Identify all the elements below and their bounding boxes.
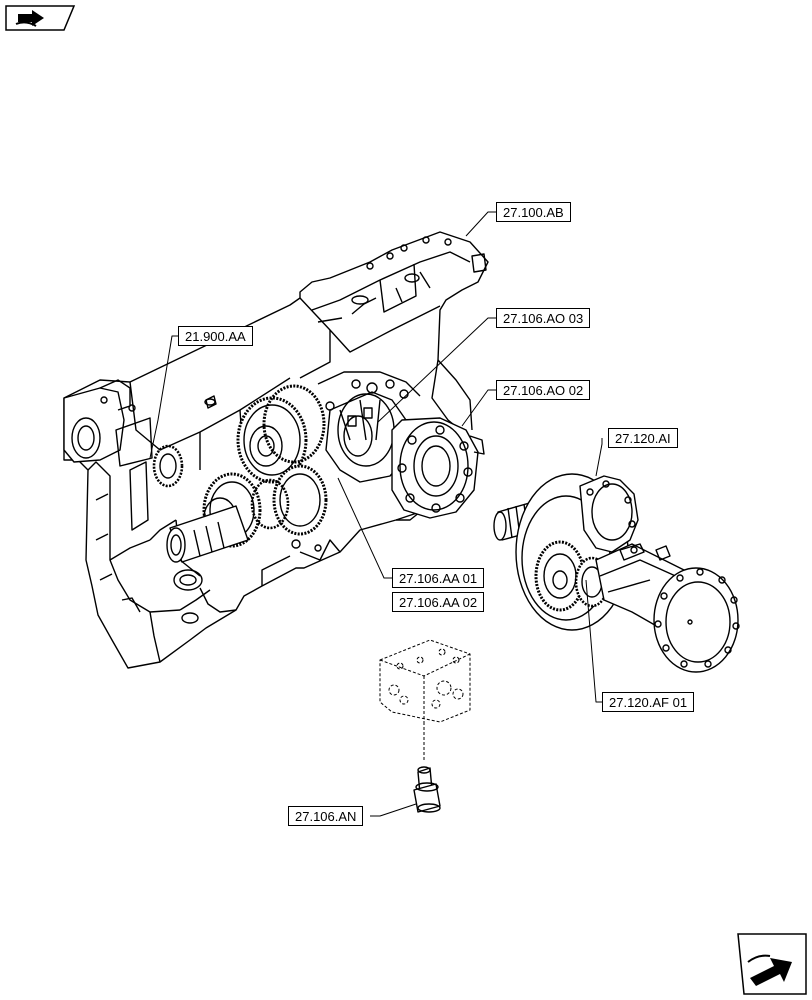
ref-label-27-120-ai[interactable]: 27.120.AI [608, 428, 678, 448]
side-flange-cover [391, 417, 485, 519]
control-valve-block [379, 639, 471, 760]
ref-label-27-106-ao-02[interactable]: 27.106.AO 02 [496, 380, 591, 400]
ref-label-27-106-ao-03[interactable]: 27.106.AO 03 [496, 308, 591, 328]
ref-label-27-106-aa-01[interactable]: 27.106.AA 01 [392, 568, 485, 588]
book-arrow-icon[interactable] [4, 4, 76, 32]
leader-lines [149, 211, 603, 817]
solenoid-valve [413, 766, 441, 813]
ref-label-27-106-an[interactable]: 27.106.AN [288, 806, 364, 826]
ref-label-27-100-ab[interactable]: 27.100.AB [496, 202, 571, 222]
ref-label-27-120-af-01[interactable]: 27.120.AF 01 [602, 692, 695, 712]
ref-label-27-106-aa-02[interactable]: 27.106.AA 02 [392, 592, 485, 612]
next-page-arrow-icon[interactable] [736, 932, 808, 996]
ref-label-21-900-aa[interactable]: 21.900.AA [178, 326, 253, 346]
final-drive-assembly [493, 473, 740, 673]
